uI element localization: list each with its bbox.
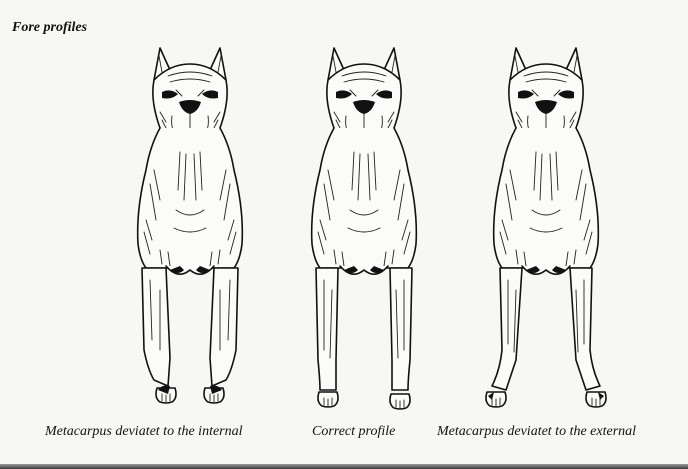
caption-correct: Correct profile [312,424,395,440]
dog-figure-correct [312,48,417,409]
caption-internal: Metacarpus deviatet to the internal [45,424,243,440]
dog-figure-internal [138,48,243,403]
dog-figure-external [486,48,606,407]
caption-external: Metacarpus deviatet to the external [437,424,636,440]
